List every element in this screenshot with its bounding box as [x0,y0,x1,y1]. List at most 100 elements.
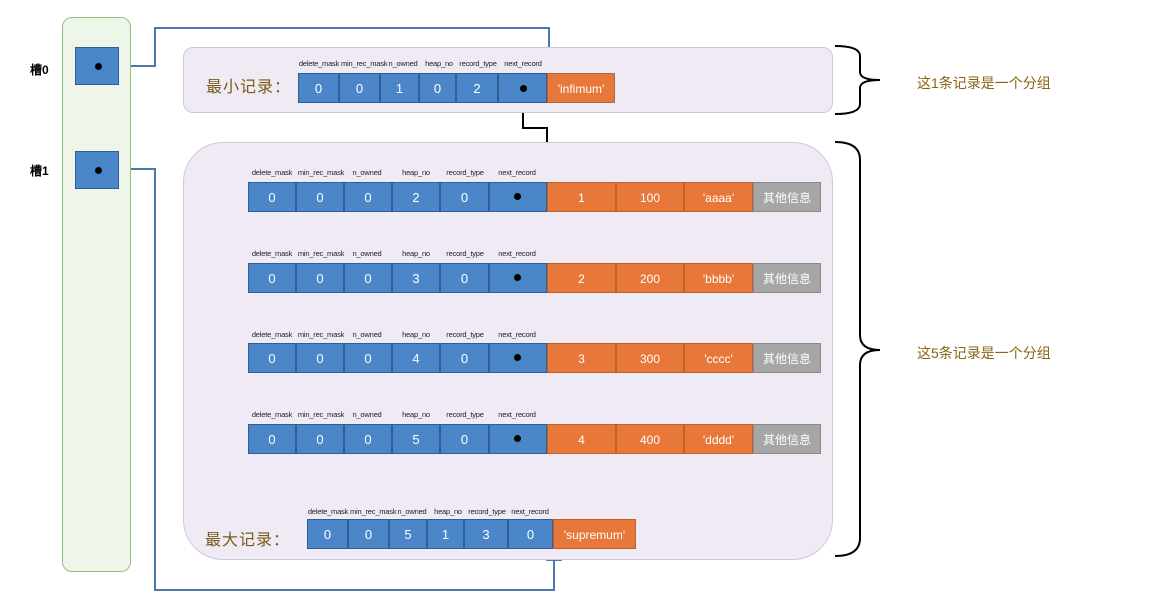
rec4-col2: 400 [616,424,684,454]
slot-0 [75,47,119,85]
header-label: n_owned [352,330,382,339]
rec2-record-type: 0 [440,263,489,293]
rec4-min-rec-mask: 0 [296,424,344,454]
rec2-n-owned: 0 [344,263,392,293]
max-min-rec-mask: 0 [348,519,389,549]
rec4-col3: 'dddd' [684,424,753,454]
page-directory [62,17,131,572]
supremum-cell: 'supremum' [553,519,636,549]
min-delete-mask: 0 [298,73,339,103]
rec4-n-owned: 0 [344,424,392,454]
max-n-owned: 5 [389,519,427,549]
min-record-type: 2 [456,73,498,103]
header-label: next_record [511,507,549,516]
rec4-delete-mask: 0 [248,424,296,454]
brace-group-1 [834,45,881,115]
header-label: heap_no [402,330,430,339]
rec2-col1: 2 [547,263,616,293]
header-label: record_type [446,410,484,419]
rec1-min-rec-mask: 0 [296,182,344,212]
rec1-col3: 'aaaa' [684,182,753,212]
header-label: next_record [498,330,536,339]
header-label: record_type [446,330,484,339]
next-record-dot [514,274,521,281]
rec3-col2: 300 [616,343,684,373]
slot-1 [75,151,119,189]
header-label: record_type [468,507,506,516]
rec4-other-info: 其他信息 [753,424,821,454]
next-record-dot [520,85,527,92]
header-label: delete_mask [298,59,340,68]
slot0-link [97,27,557,78]
max-record-title: 最大记录： [205,532,291,549]
min-n-owned: 1 [380,73,419,103]
rec2-other-info: 其他信息 [753,263,821,293]
min-record-title: 最小记录： [206,79,292,96]
header-label: min_rec_mask [350,507,397,516]
rec1-other-info: 其他信息 [753,182,821,212]
header-label: heap_no [425,59,453,68]
next-record-dot [514,193,521,200]
rec1-col2: 100 [616,182,684,212]
header-label: record_type [459,59,497,68]
rec2-delete-mask: 0 [248,263,296,293]
header-label: delete_mask [307,507,349,516]
rec1-delete-mask: 0 [248,182,296,212]
header-label: n_owned [352,410,382,419]
header-label: next_record [498,168,536,177]
rec3-delete-mask: 0 [248,343,296,373]
header-label: heap_no [402,249,430,258]
header-label: min_rec_mask [297,168,345,177]
rec2-heap-no: 3 [392,263,440,293]
header-label: record_type [446,249,484,258]
slot-label-1: 槽1 [30,164,49,178]
rec3-record-type: 0 [440,343,489,373]
rec4-record-type: 0 [440,424,489,454]
min-min-rec-mask: 0 [339,73,380,103]
header-label: heap_no [402,410,430,419]
rec2-col2: 200 [616,263,684,293]
header-label: next_record [504,59,542,68]
next-record-dot [514,435,521,442]
rec3-col3: 'cccc' [684,343,753,373]
rec4-col1: 4 [547,424,616,454]
max-delete-mask: 0 [307,519,348,549]
header-label: next_record [498,249,536,258]
next-record-dot [514,354,521,361]
slot-pointer-dot [95,167,102,174]
slot-label-0: 槽0 [30,63,49,77]
header-label: n_owned [388,59,418,68]
max-next-record: 0 [508,519,553,549]
rec1-record-type: 0 [440,182,489,212]
group-label-2: 这5条记录是一个分组 [917,345,1051,361]
header-label: min_rec_mask [297,249,345,258]
header-label: delete_mask [251,168,293,177]
min-heap-no: 0 [419,73,456,103]
header-label: min_rec_mask [341,59,388,68]
rec4-heap-no: 5 [392,424,440,454]
header-label: heap_no [402,168,430,177]
slot1-link [97,168,562,591]
header-label: min_rec_mask [297,410,345,419]
header-label: delete_mask [251,330,293,339]
rec1-col1: 1 [547,182,616,212]
max-heap-no: 1 [427,519,464,549]
header-label: n_owned [352,249,382,258]
header-label: record_type [446,168,484,177]
brace-group-2 [834,141,881,557]
max-record-type: 3 [464,519,508,549]
header-label: delete_mask [251,249,293,258]
header-label: n_owned [352,168,382,177]
rec2-col3: 'bbbb' [684,263,753,293]
rec2-min-rec-mask: 0 [296,263,344,293]
group-label-1: 这1条记录是一个分组 [917,75,1051,91]
header-label: next_record [498,410,536,419]
rec3-other-info: 其他信息 [753,343,821,373]
rec3-min-rec-mask: 0 [296,343,344,373]
rec1-n-owned: 0 [344,182,392,212]
slot-pointer-dot [95,63,102,70]
header-label: heap_no [434,507,462,516]
header-label: delete_mask [251,410,293,419]
infimum-cell: 'infimum' [547,73,615,103]
header-label: n_owned [397,507,427,516]
